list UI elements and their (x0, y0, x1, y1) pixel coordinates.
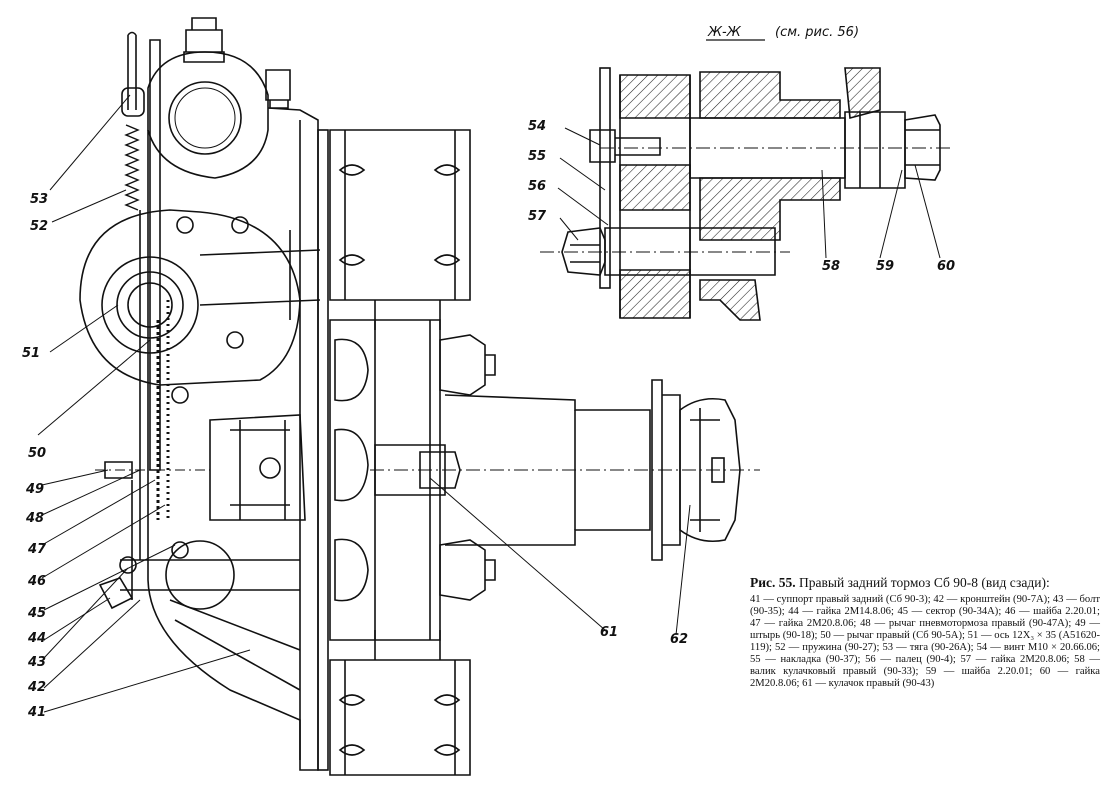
leader-lines (37, 94, 941, 713)
mounting-plate (317, 129, 329, 771)
bearing-block (329, 319, 441, 641)
cam-hub (209, 414, 306, 521)
lower-nut (439, 539, 486, 601)
caption-legend: 41 — суппорт правый задний (Сб 90-3); 42… (750, 594, 1100, 689)
upper-boss (147, 51, 269, 179)
callout-56: 56 (528, 179, 546, 194)
section-hatch-hub (699, 71, 841, 119)
tie-rod (127, 31, 137, 110)
tapered-housing (444, 394, 651, 546)
callout-46: 46 (27, 574, 46, 589)
flange-disc (79, 209, 301, 386)
spring (124, 124, 140, 211)
callout-59: 59 (876, 259, 894, 274)
caliper-housing (147, 107, 319, 771)
callout-44: 44 (27, 631, 46, 646)
callout-48: 48 (25, 511, 44, 526)
callout-41: 41 (27, 705, 46, 720)
section-nut-60 (904, 114, 941, 181)
callout-54: 54 (528, 119, 546, 134)
callout-57: 57 (528, 209, 547, 224)
main-view (79, 17, 760, 776)
callout-61: 61 (600, 625, 618, 640)
upper-bracket (329, 129, 471, 301)
callout-58: 58 (822, 259, 840, 274)
section-mark: Ж-Ж (707, 25, 742, 40)
callout-62: 62 (670, 632, 688, 647)
callout-49: 49 (25, 482, 44, 497)
caption-title: Правый задний тормоз Сб 90-8 (вид сзади)… (799, 575, 1050, 590)
cam-nut (419, 451, 461, 489)
camshaft (374, 444, 446, 496)
callout-45: 45 (27, 606, 46, 621)
callout-47: 47 (27, 542, 47, 557)
nut-57 (561, 227, 606, 276)
section-ref: (см. рис. 56) (775, 25, 859, 40)
section-header: Ж-Ж (см. рис. 56) (706, 25, 859, 41)
callout-50: 50 (28, 446, 46, 461)
caption-number: Рис. 55. (750, 575, 796, 590)
callout-52: 52 (30, 219, 48, 234)
figure-caption: Рис. 55. Правый задний тормоз Сб 90-8 (в… (750, 575, 1100, 690)
screw-54 (589, 129, 616, 163)
rod-clevis (121, 87, 145, 117)
section-view (540, 67, 950, 321)
lower-roller (165, 540, 235, 610)
callout-60: 60 (937, 259, 955, 274)
top-bolt (183, 17, 225, 63)
caption-title-line: Рис. 55. Правый задний тормоз Сб 90-8 (в… (750, 575, 1100, 591)
section-hatch-upper (619, 74, 691, 119)
lower-bracket (329, 659, 471, 776)
upper-nut (439, 334, 486, 396)
end-flange (651, 379, 681, 561)
callout-labels-main: 53 52 51 50 49 48 47 46 45 44 43 42 41 6… (22, 192, 688, 720)
callout-labels-section: 54 55 56 57 58 59 60 (528, 119, 955, 274)
callout-43: 43 (27, 655, 46, 670)
callout-53: 53 (30, 192, 48, 207)
callout-51: 51 (22, 346, 40, 361)
callout-55: 55 (528, 149, 546, 164)
section-plate (599, 67, 611, 289)
callout-42: 42 (27, 680, 46, 695)
